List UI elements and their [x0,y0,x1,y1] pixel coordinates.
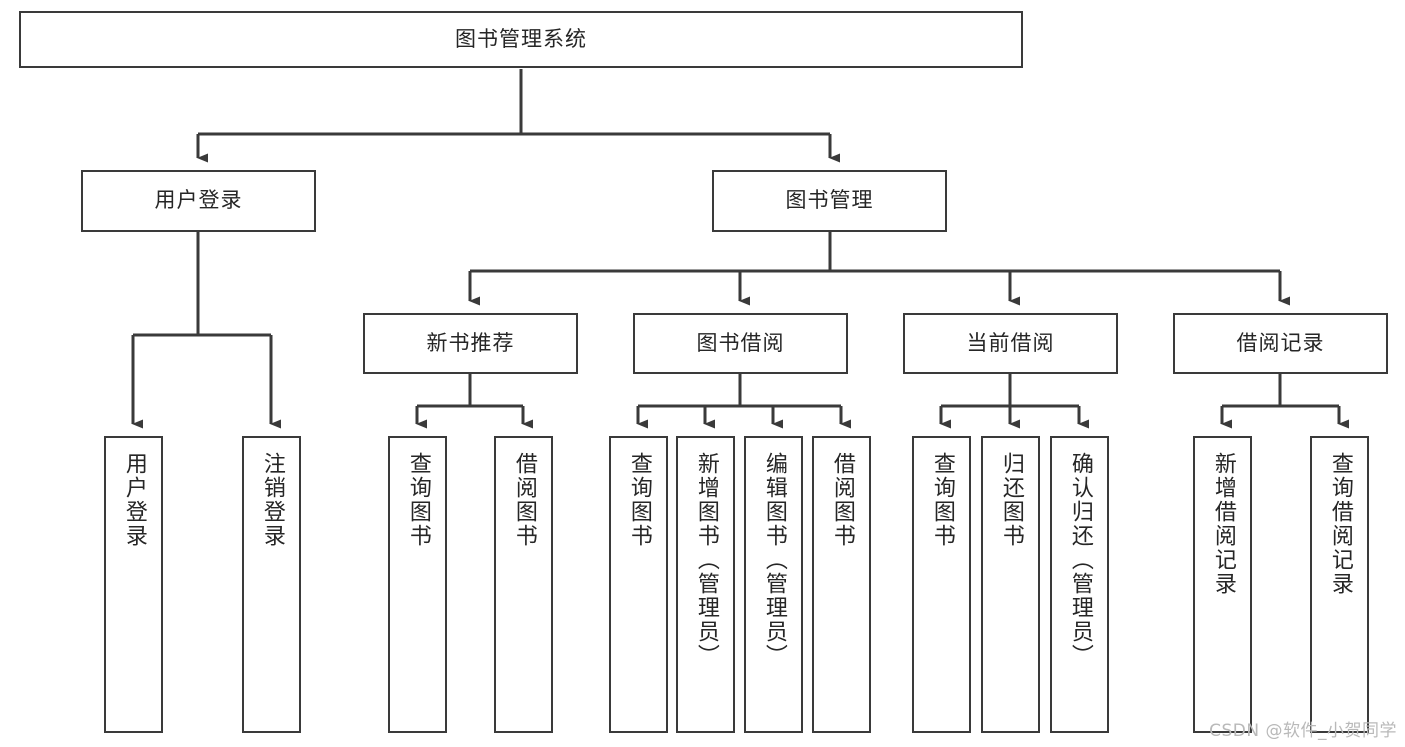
leaf-current-query-book[interactable]: 查询图书 [912,436,971,733]
node-book-management[interactable]: 图书管理 [712,170,947,232]
node-new-book-recommend[interactable]: 新书推荐 [363,313,578,374]
leaf-user-login-logout[interactable]: 注销登录 [242,436,301,733]
node-label: 用户登录 [154,188,243,213]
leaf-borrow-borrow-book[interactable]: 借阅图书 [812,436,871,733]
node-label: 归还图书 [998,452,1024,548]
node-label: 借阅图书 [511,452,537,548]
leaf-recommend-borrow-book[interactable]: 借阅图书 [494,436,553,733]
node-label: 注销登录 [259,452,285,548]
leaf-borrow-edit-book-admin[interactable]: 编辑图书（管理员） [744,436,803,733]
node-label: 查询借阅记录 [1327,452,1353,596]
leaf-user-login-login[interactable]: 用户登录 [104,436,163,733]
node-label: 借阅记录 [1236,330,1325,355]
node-label: 用户登录 [121,452,147,548]
node-root-system[interactable]: 图书管理系统 [19,11,1023,68]
node-label: 确认归还（管理员） [1067,452,1093,668]
leaf-current-confirm-return-admin[interactable]: 确认归还（管理员） [1050,436,1109,733]
leaf-record-query-record[interactable]: 查询借阅记录 [1310,436,1369,733]
node-label: 查询图书 [626,452,652,548]
node-label: 新增借阅记录 [1210,452,1236,596]
node-label: 新增图书（管理员） [693,452,719,668]
leaf-recommend-query-book[interactable]: 查询图书 [388,436,447,733]
leaf-current-return-book[interactable]: 归还图书 [981,436,1040,733]
csdn-watermark: CSDN @软件_小贺同学 [1209,721,1397,741]
leaf-borrow-add-book-admin[interactable]: 新增图书（管理员） [676,436,735,733]
node-label: 图书管理 [785,188,874,213]
node-label: 借阅图书 [829,452,855,548]
leaf-borrow-query-book[interactable]: 查询图书 [609,436,668,733]
node-current-borrow[interactable]: 当前借阅 [903,313,1118,374]
node-label: 查询图书 [929,452,955,548]
node-book-borrow[interactable]: 图书借阅 [633,313,848,374]
leaf-record-add-record[interactable]: 新增借阅记录 [1193,436,1252,733]
node-user-login[interactable]: 用户登录 [81,170,316,232]
node-label: 图书管理系统 [455,26,587,51]
node-label: 图书借阅 [696,330,785,355]
node-label: 当前借阅 [966,330,1055,355]
node-label: 新书推荐 [426,330,515,355]
node-label: 查询图书 [405,452,431,548]
node-label: 编辑图书（管理员） [761,452,787,668]
node-borrow-record[interactable]: 借阅记录 [1173,313,1388,374]
